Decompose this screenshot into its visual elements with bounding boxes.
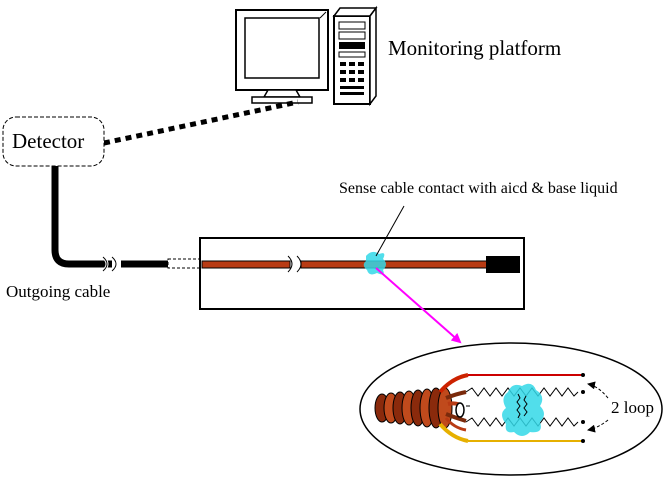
detail-liquid-spot	[502, 383, 544, 436]
desktop-computer-icon	[235, 5, 378, 107]
liquid-contact-spot	[363, 251, 386, 275]
sense-label-pointer	[375, 205, 405, 257]
sense-cable	[201, 255, 520, 273]
detector-link-dotted-line	[103, 99, 299, 146]
monitoring-platform-label: Monitoring platform	[388, 36, 562, 60]
coiled-cable	[374, 373, 469, 443]
loop-label: 2 loop	[611, 398, 654, 417]
outgoing-cable-label: Outgoing cable	[6, 282, 111, 301]
sense-chamber	[199, 237, 525, 310]
loop-pointer-upper	[587, 381, 609, 399]
outgoing-cable	[51, 166, 203, 273]
loop-pointer-lower	[587, 419, 609, 433]
detector-label: Detector	[12, 129, 85, 153]
detail-pointer-arrow	[375, 267, 462, 344]
cable-detail-view	[359, 342, 663, 476]
sense-cable-label: Sense cable contact with aicd & base liq…	[339, 180, 618, 197]
